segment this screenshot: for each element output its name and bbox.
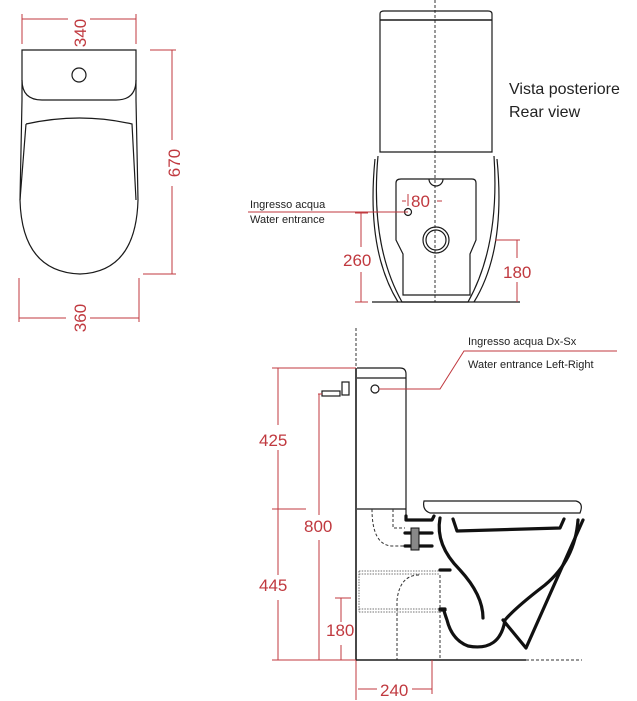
side-view: Ingresso acqua Dx-Sx Water entrance Left… (259, 328, 617, 700)
dim-width-bottom: 360 (71, 304, 90, 332)
top-view: 340 670 360 (18, 14, 184, 332)
side-inlet-label-it: Ingresso acqua Dx-Sx (468, 336, 577, 348)
rear-view: Vista posteriore Rear view Ingresso acqu… (248, 0, 620, 303)
dim-bowl-height: 445 (259, 576, 287, 595)
rear-inlet-label-it: Ingresso acqua (250, 199, 326, 211)
dim-outlet-height: 180 (503, 263, 531, 282)
side-inlet-label-en: Water entrance Left-Right (468, 359, 594, 371)
rear-view-title-en: Rear view (509, 104, 581, 121)
dim-tank-height: 425 (259, 431, 287, 450)
rear-inlet-label-en: Water entrance (250, 214, 325, 226)
dim-total-height: 800 (304, 517, 332, 536)
dim-length: 670 (165, 149, 184, 177)
dim-inlet-offset: 80 (411, 192, 430, 211)
dim-outlet-distance: 240 (380, 681, 408, 700)
dim-side-outlet-height: 180 (326, 621, 354, 640)
rear-view-title-it: Vista posteriore (509, 81, 620, 98)
dim-width-top: 340 (71, 19, 90, 47)
dim-inlet-height: 260 (343, 251, 371, 270)
